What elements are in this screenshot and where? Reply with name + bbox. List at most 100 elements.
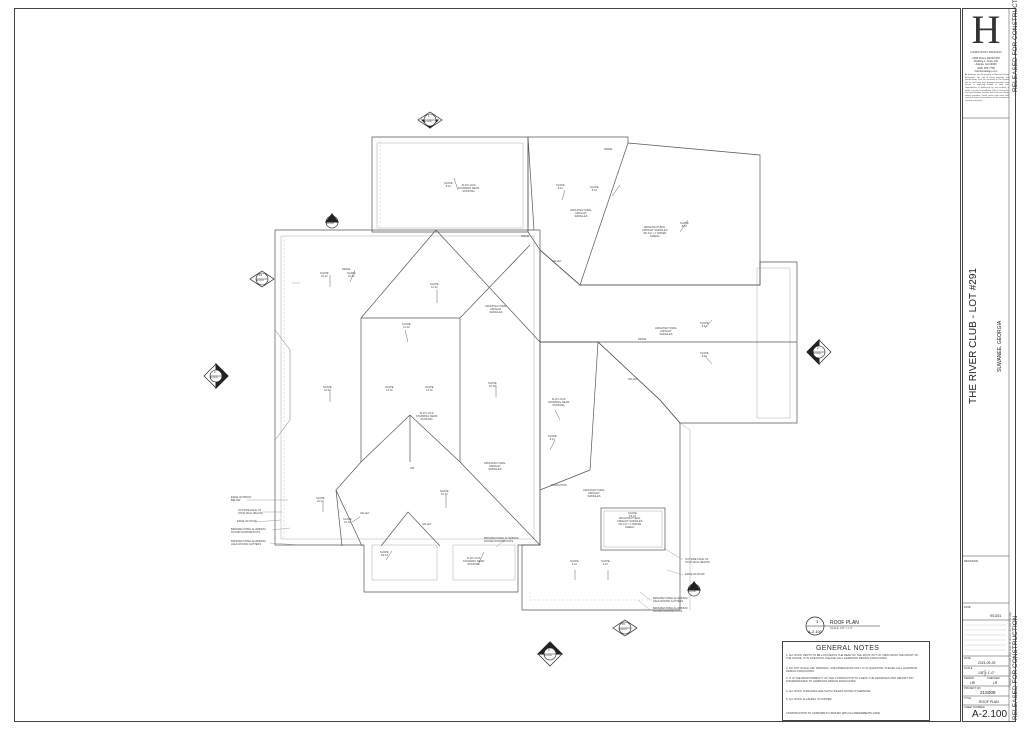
slope-label: SLOPE 10:12 bbox=[347, 272, 356, 278]
marker-view-title bbox=[805, 616, 880, 636]
skylight-box bbox=[600, 507, 666, 551]
title-block bbox=[962, 8, 1016, 722]
sheet-number-label: SHEET NUMBER bbox=[964, 706, 985, 709]
copyright-notice: All drawings are the property of Harriso… bbox=[965, 74, 1009, 102]
slope-label: SLOPE 3:12 bbox=[570, 560, 579, 566]
marker-sec-16-sheet: A-4.101 bbox=[256, 280, 264, 282]
roof-outline-main bbox=[274, 229, 541, 593]
slope-label: SLOPE 12:12 bbox=[402, 323, 411, 329]
drawn-value: LRI bbox=[970, 681, 976, 685]
firm-address: 3198 Paces Mill Rd NW Building 1, Suite … bbox=[964, 57, 1008, 73]
material-label: FLAT LOCK STANDING SEAM ROOFING bbox=[416, 412, 438, 421]
slope-label: SLOPE 10:12 bbox=[488, 382, 497, 388]
date-label: DATE bbox=[964, 657, 971, 660]
material-label: FLAT LOCK STANDING SEAM ROOFING bbox=[463, 557, 485, 566]
material-label: ARCHITECTURAL ASPHALT SHINGLES bbox=[655, 327, 677, 336]
marker-elev-right bbox=[806, 338, 832, 366]
callout-downspouts-mid: BRONZE FINISH ALUMINUM ROUND DOWNSPOUTS bbox=[484, 537, 519, 543]
slope-label: SLOPE 8:12 bbox=[680, 222, 689, 228]
project-title: THE RIVER CLUB - LOT #291 bbox=[968, 268, 979, 404]
view-number: 1 bbox=[816, 619, 819, 624]
address-line: harrisondesign.com bbox=[974, 69, 998, 73]
roof-outline-right bbox=[539, 249, 798, 424]
address-line: Building 1, Suite 100 bbox=[974, 60, 998, 64]
slope-label: SLOPE 10:12 bbox=[320, 272, 329, 278]
marker-elev-top-num: 1 bbox=[428, 115, 430, 118]
code-conformance-note: CONSTRUCTION TO CONFORM TO 2018 IRC WITH… bbox=[786, 712, 881, 715]
project-location: SUWANEE, GEORGIA bbox=[997, 320, 1003, 372]
title-value: ROOF PLAN bbox=[979, 700, 999, 704]
general-note: 4. ALL ROOF SURFACES ARE SLIPS UNLESS NO… bbox=[786, 690, 872, 693]
material-label: ARCHITECTURAL ASPHALT SHINGLES ON 1/4" /… bbox=[617, 517, 643, 529]
marker-sec-15 bbox=[612, 619, 638, 637]
slope-label: SLOPE 10:12 bbox=[343, 518, 352, 524]
address-line: Atlanta, GA 30339 bbox=[975, 63, 997, 67]
callout-outside-face-right: OUTSIDE FACE OF STUD WALL BELOW bbox=[685, 558, 710, 564]
marker-elev-left-sheet: A-3.100 bbox=[210, 377, 218, 379]
marker-elev-left bbox=[203, 362, 229, 390]
ridge-label: RIDGE bbox=[604, 148, 613, 151]
view-title: ROOF PLAN bbox=[830, 620, 859, 626]
roof-outline-upper-mid bbox=[527, 136, 761, 286]
issue-date: 9/10/21 bbox=[990, 614, 1002, 618]
general-notes-box bbox=[782, 641, 930, 721]
callout-outside-face: OUTSIDE FACE OF STUD WALL BELOW bbox=[238, 509, 263, 515]
ridge-label: RIDGE bbox=[342, 268, 351, 271]
marker-sec-16-num: 16 bbox=[259, 274, 262, 277]
general-note: 5. ALL ROOF FLASHING IS COPPER. bbox=[786, 698, 833, 701]
checked-label: CHECKED bbox=[987, 677, 1000, 680]
firm-logo: H bbox=[971, 7, 1001, 52]
slope-label: SLOPE 8:12 bbox=[548, 435, 557, 441]
slope-label: SLOPE 10:12 bbox=[316, 497, 325, 503]
project-no-label: PROJECT NO. bbox=[964, 687, 982, 690]
marker-sec-13-sheet: A-4.100 bbox=[326, 223, 334, 225]
marker-sec-16 bbox=[249, 270, 275, 288]
marker-sec-4 bbox=[687, 581, 701, 597]
slope-label: SLOPE 10:12 bbox=[323, 386, 332, 392]
valley-label: VALLEY bbox=[628, 378, 638, 381]
marker-elev-right-sheet: A-3.100 bbox=[813, 353, 821, 355]
callout-downspouts: BRONZE FINISH ALUMINUM ROUND DOWNSPOUTS bbox=[231, 528, 266, 534]
ridge-label: RIDGE bbox=[638, 338, 647, 341]
marker-sec-13-num: 13 bbox=[329, 217, 332, 220]
release-stamp-top: RELEASED FOR CONSTRUCTION bbox=[1012, 0, 1019, 92]
valley-label: VALLEY bbox=[360, 512, 370, 515]
slope-label: SLOPE 12:12 bbox=[430, 283, 439, 289]
general-note: 2. DO NOT SCALE OFF DRAWING. USE DIMENSI… bbox=[786, 667, 918, 674]
material-label: ARCHITECTURAL ASPHALT SHINGLES bbox=[484, 462, 506, 471]
marker-sec-4-num: 4 bbox=[692, 585, 694, 588]
callout-edge-of-roof: EDGE OF ROOF bbox=[237, 520, 257, 523]
drawing-border bbox=[14, 8, 961, 722]
file-path: C:\Harrison\Projects\21\21008 River Club… bbox=[1009, 612, 1012, 690]
slope-label: SLOPE 12:12 bbox=[385, 386, 394, 392]
view-scale: SCALE: 1/8" = 1'-0" bbox=[830, 627, 853, 630]
material-label: ARCHITECTURAL ASPHALT SHINGLES bbox=[583, 489, 605, 498]
drawn-label: DRAWN bbox=[964, 677, 974, 680]
general-note: 1. ALL ROOF VENTS TO BE LOCATED IN THE R… bbox=[786, 654, 919, 661]
slope-label: SLOPE 8:12 bbox=[700, 352, 709, 358]
slope-label: SLOPE 8:12 bbox=[444, 182, 453, 188]
marker-elev-bottom-sheet: A-3.100 bbox=[544, 655, 552, 657]
marker-sec-4-sheet: A-4.100 bbox=[688, 591, 696, 593]
material-label: FLAT LOCK STANDING SEAM ROOFING bbox=[548, 398, 570, 407]
scale-label: SCALE bbox=[964, 667, 973, 670]
project-no-value: 21S008 bbox=[980, 690, 996, 695]
revisions-label: REVISIONS bbox=[964, 560, 979, 563]
sheet-number: A-2.100 bbox=[972, 709, 1008, 720]
callout-downspouts-right: BRONZE FINISH ALUMINUM ROUND DOWNSPOUTS bbox=[653, 607, 688, 613]
marker-elev-bottom-num: 3 bbox=[548, 649, 550, 652]
roof-outline-right-inner bbox=[756, 267, 791, 419]
scale-value: 1/8" = 1'-0" bbox=[978, 671, 995, 675]
marker-sec-15-num: 15 bbox=[622, 623, 625, 626]
transition-label: TRANSITION bbox=[551, 484, 567, 487]
material-label: ARCHITECTURAL ASPHALT SHINGLES bbox=[570, 209, 592, 218]
date-value: 2021-09-29 bbox=[978, 661, 996, 665]
marker-elev-top bbox=[417, 111, 443, 129]
slope-label: SLOPE 8:12 bbox=[700, 322, 709, 328]
marker-elev-bottom bbox=[536, 641, 564, 667]
checked-value: LR bbox=[993, 681, 998, 685]
slope-label: SLOPE 8:12 bbox=[556, 184, 565, 190]
slope-label: SLOPE 1/4:12 bbox=[380, 551, 389, 557]
